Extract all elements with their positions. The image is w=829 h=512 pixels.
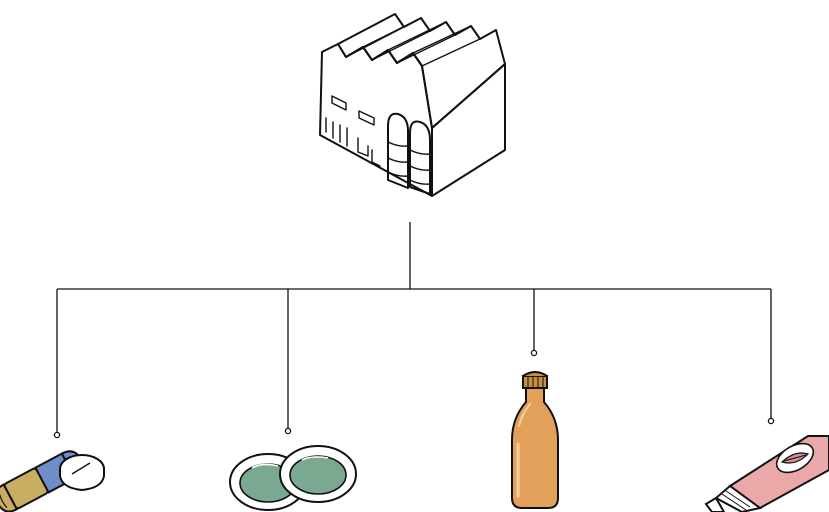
bottle-icon [511,371,559,509]
pills-icon [0,450,105,512]
connector-node-lenses [284,427,292,435]
connector-node-tube [767,417,775,425]
connector-lines [53,222,775,439]
connector-node-pills [53,431,61,439]
connector-node-bottle [530,349,538,357]
lenses-icon [229,445,357,511]
ointment-tube-icon [704,435,829,512]
factory-icon [319,13,506,197]
